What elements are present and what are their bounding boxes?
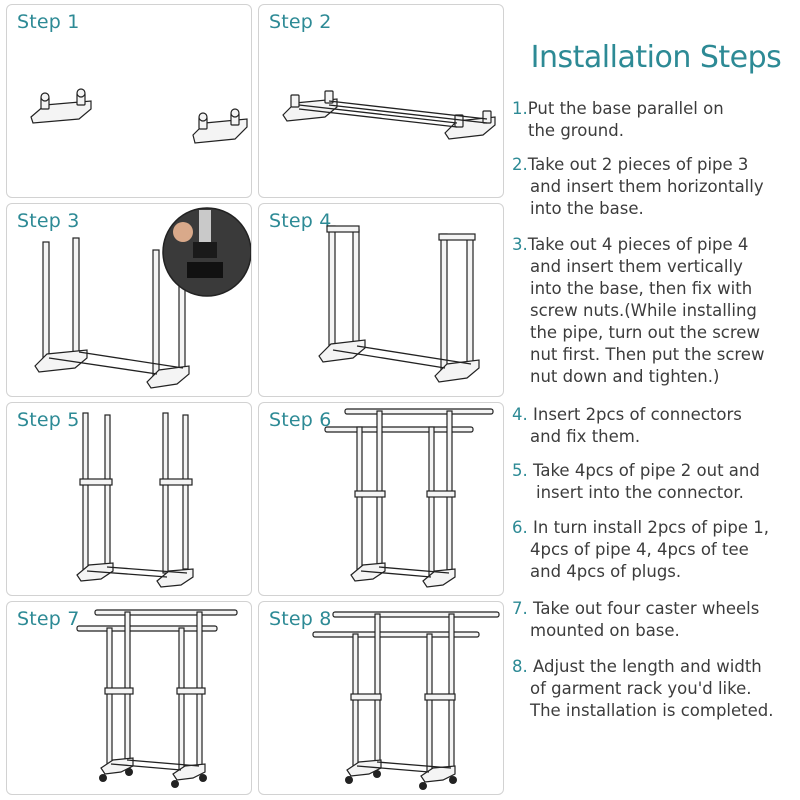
page-title: Installation Steps bbox=[530, 40, 782, 75]
instruction-8: 8. Adjust the length and width of garmen… bbox=[512, 657, 774, 720]
base-parts-illustration bbox=[30, 88, 248, 144]
uprights-with-nuts-illustration bbox=[318, 225, 480, 383]
top-rails-illustration bbox=[324, 408, 494, 588]
instruction-6: 6. In turn install 2pcs of pipe 1, 4pcs … bbox=[512, 518, 770, 581]
step-8-label: Step 8 bbox=[269, 608, 332, 630]
caster-wheels-illustration bbox=[76, 609, 238, 788]
step-7-panel: Step 7 bbox=[6, 601, 252, 795]
step-5-label: Step 5 bbox=[17, 409, 80, 431]
step-6-panel: Step 6 bbox=[258, 402, 504, 596]
step-5-panel: Step 5 bbox=[6, 402, 252, 596]
step-1-panel: Step 1 bbox=[6, 4, 252, 198]
instruction-7: 7. Take out four caster wheels mounted o… bbox=[512, 599, 760, 640]
step-2-panel: Step 2 bbox=[258, 4, 504, 198]
step-4-label: Step 4 bbox=[269, 210, 332, 232]
step-7-label: Step 7 bbox=[17, 608, 80, 630]
step-3-label: Step 3 bbox=[17, 210, 80, 232]
step-1-label: Step 1 bbox=[17, 11, 80, 33]
instruction-1: 1.Put the base parallel on the ground. bbox=[512, 99, 724, 140]
instruction-3: 3.Take out 4 pieces of pipe 4 and insert… bbox=[512, 235, 765, 386]
completed-rack-illustration bbox=[312, 611, 500, 790]
step-3-panel: Step 3 bbox=[6, 203, 252, 397]
connectors-illustration bbox=[76, 412, 194, 588]
instruction-2: 2.Take out 2 pieces of pipe 3 and insert… bbox=[512, 155, 764, 218]
instruction-5: 5. Take 4pcs of pipe 2 out and insert in… bbox=[512, 461, 760, 502]
step-2-label: Step 2 bbox=[269, 11, 332, 33]
vertical-pipes-illustration bbox=[34, 207, 251, 389]
base-with-pipes-illustration bbox=[282, 90, 496, 140]
instruction-4: 4. Insert 2pcs of connectors and fix the… bbox=[512, 405, 742, 446]
step-4-panel: Step 4 bbox=[258, 203, 504, 397]
step-8-panel: Step 8 bbox=[258, 601, 504, 795]
step-6-label: Step 6 bbox=[269, 409, 332, 431]
screw-detail-inset bbox=[162, 207, 251, 297]
